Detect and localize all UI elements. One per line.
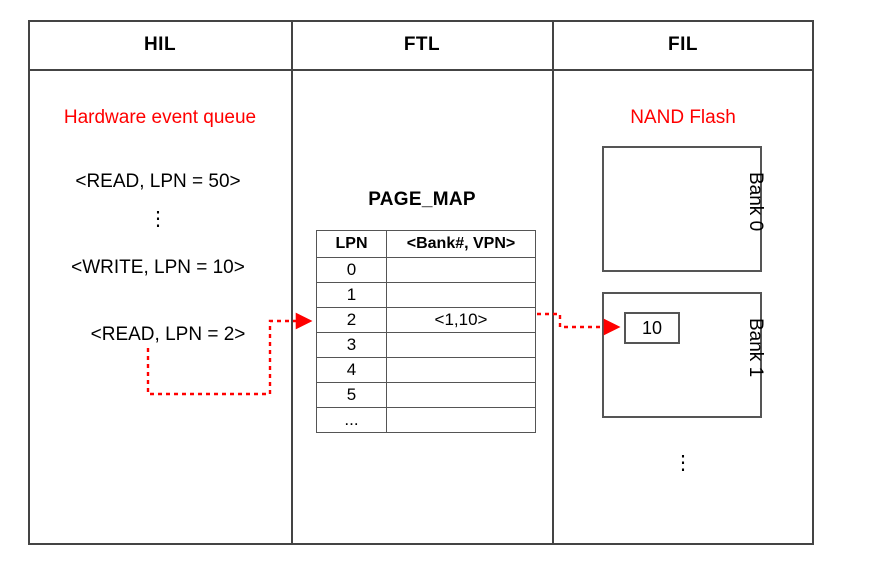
bank-ellipsis: ⋮: [673, 452, 693, 474]
bank-1-box: [602, 292, 762, 418]
cell-mapping: [386, 407, 536, 433]
table-header-bank-vpn: <Bank#, VPN>: [386, 230, 536, 258]
cell-lpn: 0: [316, 257, 387, 283]
cell-mapping: [386, 257, 536, 283]
table-row: ...: [316, 407, 536, 433]
cell-lpn: 3: [316, 332, 387, 358]
cell-lpn: 4: [316, 357, 387, 383]
table-header-row: LPN <Bank#, VPN>: [316, 230, 536, 258]
table-row: 0: [316, 257, 536, 283]
page-map-title: PAGE_MAP: [368, 189, 476, 210]
table-row: 3: [316, 332, 536, 358]
cell-lpn: ...: [316, 407, 387, 433]
bank-0-label: Bank 0: [745, 172, 766, 232]
table-row: 4: [316, 357, 536, 383]
bank-1-label: Bank 1: [745, 318, 766, 378]
cell-mapping: [386, 382, 536, 408]
cell-mapping: [386, 332, 536, 358]
nand-flash-label: NAND Flash: [630, 107, 736, 128]
cell-lpn: 5: [316, 382, 387, 408]
queue-event-write-10: <WRITE, LPN = 10>: [71, 257, 245, 278]
column-title-ftl: FTL: [403, 34, 441, 55]
table-header-lpn: LPN: [316, 230, 387, 258]
bank-0-box: [602, 146, 762, 272]
table-row: 1: [316, 282, 536, 308]
cell-lpn: 1: [316, 282, 387, 308]
cell-mapping: [386, 282, 536, 308]
queue-ellipsis: ⋮: [148, 208, 168, 230]
bank-1-page-cell: 10: [624, 312, 680, 344]
table-row: 2 <1,10>: [316, 307, 536, 333]
hardware-event-queue-label: Hardware event queue: [63, 107, 257, 128]
table-row: 5: [316, 382, 536, 408]
header-separator: [28, 69, 814, 71]
cell-mapping: [386, 357, 536, 383]
column-divider-hil-ftl: [291, 20, 293, 545]
column-divider-ftl-fil: [552, 20, 554, 545]
queue-event-read-2: <READ, LPN = 2>: [90, 324, 246, 345]
queue-event-read-50: <READ, LPN = 50>: [75, 171, 241, 192]
column-title-fil: FIL: [668, 34, 698, 55]
column-title-hil: HIL: [143, 34, 177, 55]
cell-lpn: 2: [316, 307, 387, 333]
cell-mapping: <1,10>: [386, 307, 536, 333]
page-map-table: LPN <Bank#, VPN> 0 1 2 <1,10> 3 4: [316, 230, 536, 433]
